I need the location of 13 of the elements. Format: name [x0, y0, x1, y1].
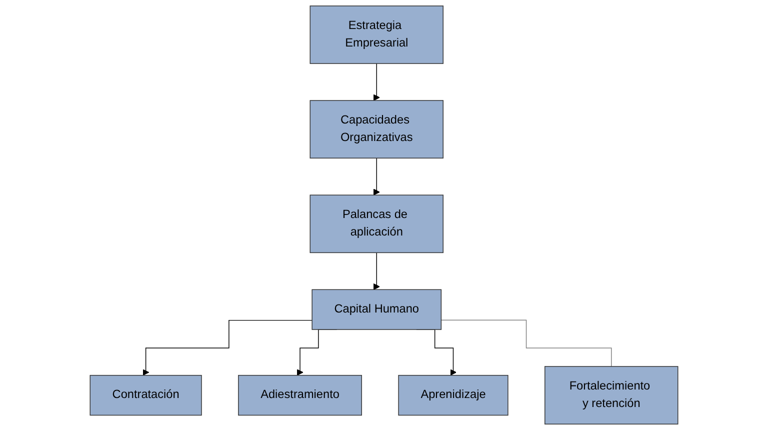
- arrow: [373, 158, 380, 196]
- connector: [440, 320, 612, 367]
- node-box: Capacidades Organizativas: [310, 100, 444, 158]
- arrow: [373, 63, 380, 101]
- node-box: Adiestramiento: [238, 374, 362, 416]
- node-box: Palancas de aplicación: [310, 194, 444, 254]
- node-box: Contratación: [90, 374, 202, 416]
- node-box: Capital Humano: [312, 289, 442, 330]
- node-box: Fortalecimiento y retención: [544, 366, 678, 424]
- arrow: [142, 320, 312, 376]
- arrow: [373, 252, 380, 290]
- node-box: Aprenidizaje: [398, 374, 508, 416]
- node-box: Estrategia Empresarial: [310, 6, 444, 64]
